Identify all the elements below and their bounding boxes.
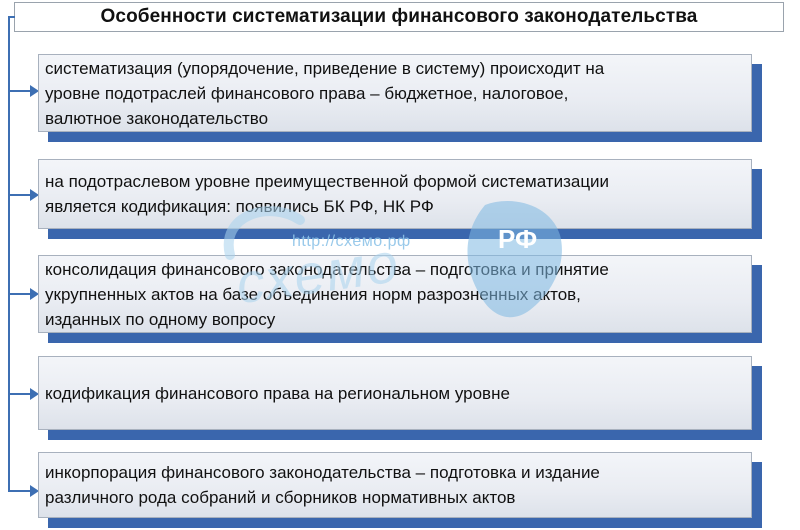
- item-1-line-2: уровне подотраслей финансового права – б…: [45, 83, 569, 103]
- connector-top-stub: [8, 16, 15, 18]
- item-3-box: консолидация финансового законодательств…: [38, 255, 752, 333]
- connector-arrow-3: [8, 288, 39, 300]
- connector-trunk: [8, 16, 10, 492]
- item-1-box: систематизация (упорядочение, приведение…: [38, 54, 752, 132]
- item-2-box: на подотраслевом уровне преимущественной…: [38, 159, 752, 229]
- item-1-text: систематизация (упорядочение, приведение…: [45, 56, 604, 131]
- connector-arrow-4: [8, 388, 39, 400]
- item-5: инкорпорация финансового законодательств…: [38, 452, 762, 528]
- item-5-line-2: различного рода собраний и сборников нор…: [45, 488, 516, 507]
- item-2: на подотраслевом уровне преимущественной…: [38, 159, 762, 239]
- item-4-line-1: кодификация финансового права на региона…: [45, 383, 510, 403]
- watermark-url: http://схемо.рф: [292, 233, 411, 250]
- item-1: систематизация (упорядочение, приведение…: [38, 54, 762, 142]
- item-4-text: кодификация финансового права на региона…: [45, 381, 510, 406]
- connector-arrow-5: [8, 485, 39, 497]
- connector-arrow-1: [8, 85, 39, 97]
- connector-arrow-2: [8, 189, 39, 201]
- item-3-line-2: укрупненных актов на базе объединения но…: [45, 284, 581, 304]
- diagram-title: Особенности систематизации финансового з…: [14, 2, 784, 32]
- item-5-line-1: инкорпорация финансового законодательств…: [45, 463, 600, 482]
- item-4-box: кодификация финансового права на региона…: [38, 356, 752, 430]
- watermark-badge: РФ: [498, 224, 538, 254]
- item-2-line-2: является кодификация: появились БК РФ, Н…: [45, 197, 434, 216]
- item-1-line-1: систематизация (упорядочение, приведение…: [45, 58, 605, 78]
- item-4: кодификация финансового права на региона…: [38, 356, 762, 440]
- item-5-text: инкорпорация финансового законодательств…: [45, 460, 600, 510]
- item-1-line-3: валютное законодательство: [45, 108, 269, 128]
- item-3: консолидация финансового законодательств…: [38, 255, 762, 343]
- diagram-title-text: Особенности систематизации финансового з…: [100, 6, 698, 27]
- item-2-line-1: на подотраслевом уровне преимущественной…: [45, 172, 610, 191]
- item-5-box: инкорпорация финансового законодательств…: [38, 452, 752, 518]
- item-2-text: на подотраслевом уровне преимущественной…: [45, 169, 609, 219]
- item-3-line-3: изданных по одному вопросу: [45, 309, 276, 329]
